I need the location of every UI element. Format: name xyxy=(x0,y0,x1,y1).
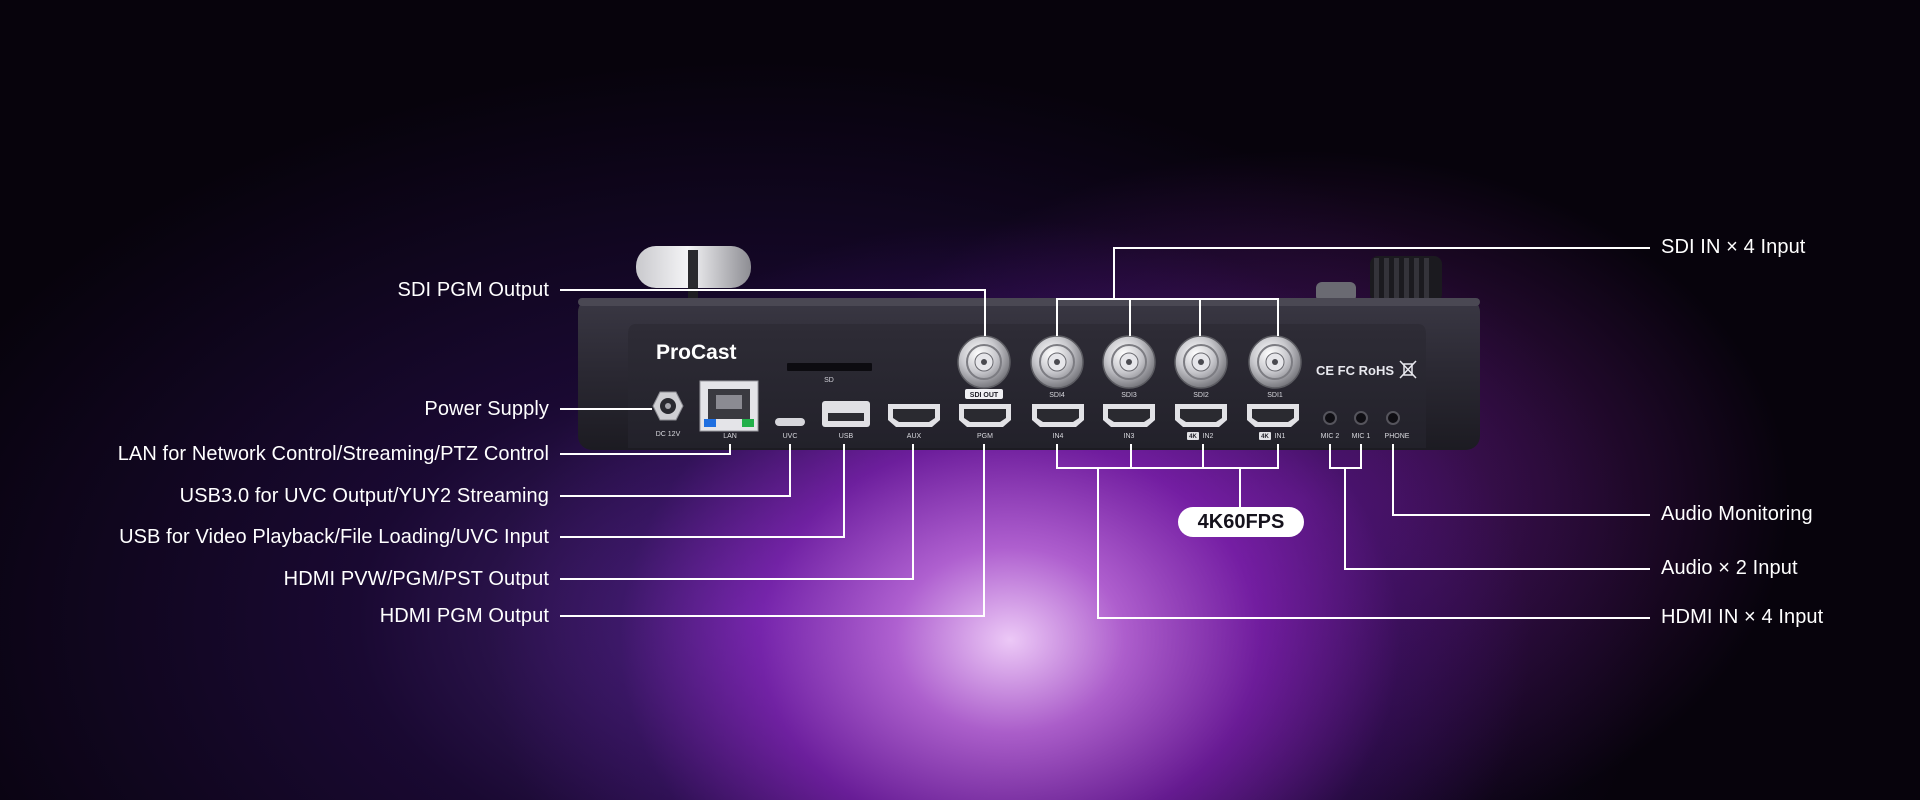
hdmi-in2-port xyxy=(1175,404,1227,427)
usb-a-port xyxy=(822,401,870,427)
mic1-label: MIC 1 xyxy=(1352,433,1371,440)
usb-c-port xyxy=(775,418,805,426)
in4-port-label: IN4 xyxy=(1053,433,1064,440)
mic1-jack xyxy=(1354,411,1368,425)
sd-slot-label: SD xyxy=(824,377,834,384)
phone-label: PHONE xyxy=(1385,433,1410,440)
pgm-port-label: PGM xyxy=(977,433,993,440)
sdi-out-label: SDI OUT xyxy=(970,392,999,399)
4k60fps-badge: 4K60FPS xyxy=(1178,507,1304,537)
callout-hdmi-in-x4: HDMI IN × 4 Input xyxy=(1661,606,1824,628)
callout-audio-x2-input: Audio × 2 Input xyxy=(1661,557,1798,579)
in1-port-label: IN1 xyxy=(1275,433,1286,440)
sdi-out-connector xyxy=(957,335,1011,389)
mic2-label: MIC 2 xyxy=(1321,433,1340,440)
callout-hdmi-pvw-pgm-pst: HDMI PVW/PGM/PST Output xyxy=(283,568,549,590)
callout-audio-monitoring: Audio Monitoring xyxy=(1661,503,1813,525)
hdmi-pgm-port xyxy=(959,404,1011,427)
4k-badge-in2-text: 4K xyxy=(1189,434,1197,440)
aux-port-label: AUX xyxy=(907,433,922,440)
in3-port-label: IN3 xyxy=(1124,433,1135,440)
mic2-jack xyxy=(1323,411,1337,425)
dc-port-label: DC 12V xyxy=(656,431,681,438)
callout-lines xyxy=(560,247,1650,619)
hdmi-in1-port xyxy=(1247,404,1299,427)
phone-jack xyxy=(1386,411,1400,425)
hdmi-in4-port xyxy=(1032,404,1084,427)
callout-sdi-in-x4: SDI IN × 4 Input xyxy=(1661,236,1806,258)
sdi4-label: SDI4 xyxy=(1049,392,1065,399)
callout-sdi-pgm-output: SDI PGM Output xyxy=(397,279,549,301)
callout-usb-playback: USB for Video Playback/File Loading/UVC … xyxy=(119,526,549,548)
callout-lan: LAN for Network Control/Streaming/PTZ Co… xyxy=(117,443,549,465)
rotary-knob xyxy=(1316,256,1442,302)
brand-logo: ProCast xyxy=(656,341,737,364)
sdi1-connector xyxy=(1248,335,1302,389)
sdi3-connector xyxy=(1102,335,1156,389)
4k-badge-in2 xyxy=(1187,432,1199,440)
callout-power-supply: Power Supply xyxy=(424,398,549,420)
callout-usb3-uvc: USB3.0 for UVC Output/YUY2 Streaming xyxy=(179,485,549,507)
lan-port-label: LAN xyxy=(723,433,737,440)
certification-marks: CE FC RoHS xyxy=(1316,363,1394,378)
uvc-port-label: UVC xyxy=(783,433,798,440)
sdi-out-label-box xyxy=(965,389,1003,399)
hdmi-aux-port xyxy=(888,404,940,427)
tbar-handle xyxy=(636,246,751,304)
hdmi-in3-port xyxy=(1103,404,1155,427)
sdi2-connector xyxy=(1174,335,1228,389)
sdi4-connector xyxy=(1030,335,1084,389)
weee-bin-icon xyxy=(1399,360,1417,379)
callout-hdmi-pgm-output: HDMI PGM Output xyxy=(379,605,549,627)
sdi2-label: SDI2 xyxy=(1193,392,1209,399)
usb-port-label: USB xyxy=(839,433,854,440)
in2-port-label: IN2 xyxy=(1203,433,1214,440)
sd-card-slot xyxy=(787,363,872,371)
sdi1-label: SDI1 xyxy=(1267,392,1283,399)
sdi3-label: SDI3 xyxy=(1121,392,1137,399)
4k-badge-in1 xyxy=(1259,432,1271,440)
lan-port xyxy=(699,380,759,432)
dc-power-port xyxy=(652,391,684,421)
4k-badge-in1-text: 4K xyxy=(1261,434,1269,440)
